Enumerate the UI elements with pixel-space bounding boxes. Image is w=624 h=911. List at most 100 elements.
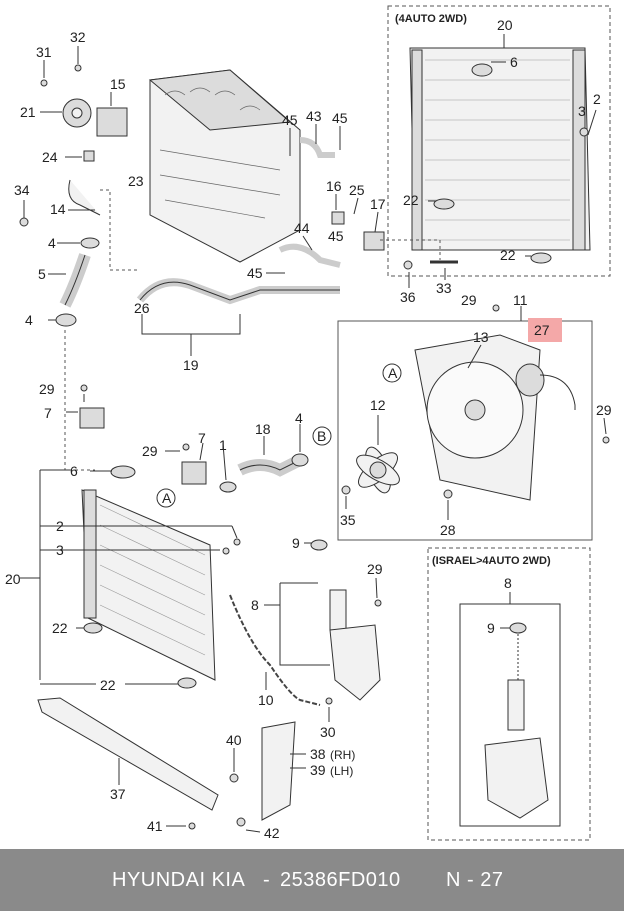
callout-29: 29 <box>142 443 158 459</box>
israel-inset: (ISRAEL>4AUTO 2WD) 8 9 <box>427 547 591 841</box>
hose-44 <box>278 243 341 268</box>
callout-13: 13 <box>473 329 489 345</box>
callout-37: 37 <box>110 786 126 802</box>
callout-42: 42 <box>264 825 280 841</box>
callout-4: 4 <box>295 410 303 426</box>
callout-24: 24 <box>42 149 58 165</box>
callout-29: 29 <box>461 292 477 308</box>
clamp-1 <box>219 481 237 493</box>
engine-block <box>148 69 301 263</box>
callout-41: 41 <box>147 818 163 834</box>
footer-bar: HYUNDAI KIA - 25386FD010 N - 27 <box>0 849 624 911</box>
callout-38-side: (RH) <box>330 748 355 762</box>
callout-27: 27 <box>534 322 550 338</box>
clamp-4-lower <box>55 313 77 327</box>
hose-14 <box>68 179 101 216</box>
callout-33: 33 <box>436 280 452 296</box>
callout-45: 45 <box>328 228 344 244</box>
bolt-29-right <box>602 436 610 444</box>
highlight-27 <box>528 318 562 342</box>
auto-2wd-inset: (4AUTO 2WD) 20 6 2 3 22 22 <box>387 5 611 277</box>
callout-2: 2 <box>593 91 601 107</box>
inset-reservoir-tank <box>484 737 549 819</box>
fan-shroud-group <box>337 304 610 541</box>
callout-22: 22 <box>500 247 516 263</box>
callout-a: A <box>388 365 398 381</box>
inset-radiator <box>409 47 591 251</box>
seal-38-39 <box>261 721 296 821</box>
callout-38: 38 <box>310 746 326 762</box>
bolt-40 <box>229 773 239 783</box>
callout-10: 10 <box>258 692 274 708</box>
shroud-callouts: 29 11 27 13 A 12 29 35 28 <box>340 292 612 538</box>
callout-44: 44 <box>294 220 310 236</box>
callout-31: 31 <box>36 44 52 60</box>
callout-3: 3 <box>578 103 586 119</box>
callout-35: 35 <box>340 512 356 528</box>
callout-a: A <box>162 490 172 506</box>
auto-2wd-inset-title: (4AUTO 2WD) <box>395 13 467 25</box>
marker-b <box>312 426 332 446</box>
callout-11: 11 <box>513 292 528 308</box>
housing-17 <box>363 231 385 251</box>
engine-callouts: 31 32 15 21 24 23 34 14 4 5 4 26 19 45 4… <box>14 29 452 373</box>
bolt-29-mid <box>182 443 190 451</box>
callout-4: 4 <box>48 235 56 251</box>
inset-mount-lower <box>530 252 552 264</box>
callout-7: 7 <box>44 405 52 421</box>
callout-3: 3 <box>56 542 64 558</box>
callout-39-side: (LH) <box>330 764 353 778</box>
clamp-24 <box>83 150 95 162</box>
callout-20: 20 <box>497 17 513 33</box>
callout-39: 39 <box>310 762 326 778</box>
clip-42 <box>236 817 246 827</box>
hose-19 <box>136 278 340 305</box>
callout-2: 2 <box>56 518 64 534</box>
callout-12: 12 <box>370 397 386 413</box>
callout-26: 26 <box>134 300 150 316</box>
mount-22-bottom <box>177 677 197 689</box>
radiator-cap <box>110 465 136 479</box>
inset-radiator-cap <box>471 63 493 77</box>
hose-43 <box>299 137 335 158</box>
callout-32: 32 <box>70 29 86 45</box>
callout-29: 29 <box>596 402 612 418</box>
callout-9: 9 <box>292 535 300 551</box>
bolt-32 <box>74 64 82 72</box>
callout-21: 21 <box>20 104 36 120</box>
callout-25: 25 <box>349 182 365 198</box>
bolt-31 <box>40 79 48 87</box>
israel-inset-title: (ISRAEL>4AUTO 2WD) <box>432 555 551 567</box>
bolt-29-reservoir <box>374 599 382 607</box>
callout-29: 29 <box>367 561 383 577</box>
callout-4: 4 <box>25 312 33 328</box>
inset-reservoir-cap <box>509 622 527 634</box>
marker-a-radiator <box>156 488 176 508</box>
callout-22: 22 <box>403 192 419 208</box>
callout-20: 20 <box>5 571 21 587</box>
reservoir-tank <box>329 624 381 701</box>
drain-plug-2 <box>233 538 241 546</box>
bolt-29-shroud <box>492 304 500 312</box>
nut-36 <box>403 260 413 270</box>
callout-45: 45 <box>247 265 263 281</box>
footer-brand: HYUNDAI KIA <box>112 869 246 891</box>
clip-30 <box>325 697 333 705</box>
callout-6: 6 <box>70 463 78 479</box>
inset-drain-plug <box>579 127 589 137</box>
callout-28: 28 <box>440 522 456 538</box>
bolt-41 <box>188 822 196 830</box>
inset-mount-upper <box>433 198 455 210</box>
callout-43: 43 <box>306 108 322 124</box>
callout-36: 36 <box>400 289 416 305</box>
callout-1: 1 <box>219 437 227 453</box>
bolt-28 <box>443 489 453 499</box>
fan-blade <box>356 446 400 494</box>
callout-45: 45 <box>332 110 348 126</box>
reservoir-cap <box>310 539 328 551</box>
drain-plug-3 <box>222 547 230 555</box>
callout-17: 17 <box>370 196 386 212</box>
callout-22: 22 <box>100 677 116 693</box>
clamp-4-upper <box>80 237 100 249</box>
mount-22-left <box>83 622 103 634</box>
